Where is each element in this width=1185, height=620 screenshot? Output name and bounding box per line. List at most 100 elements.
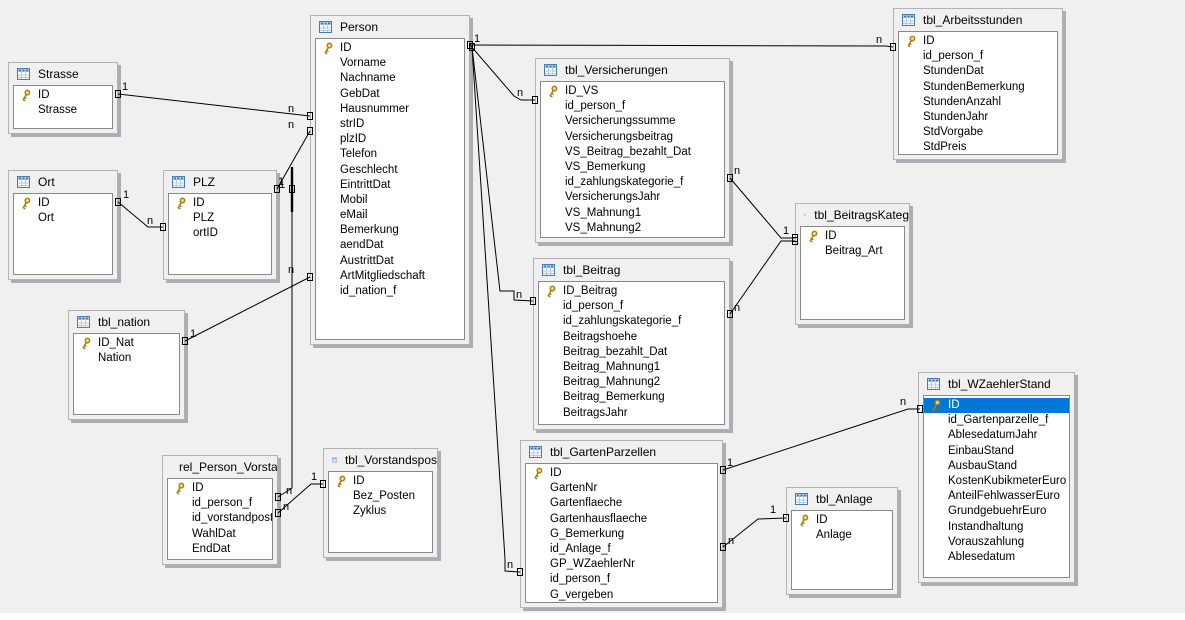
field-row-versicherungen-Versicherungsbeitrag[interactable]: Versicherungsbeitrag: [541, 130, 724, 145]
field-row-gartenparzellen-ID[interactable]: ID: [526, 466, 717, 481]
field-row-beitrag-Beitrag_Mahnung2[interactable]: Beitrag_Mahnung2: [539, 375, 724, 390]
field-row-person-Telefon[interactable]: Telefon: [316, 147, 464, 162]
field-row-gartenparzellen-GartenNr[interactable]: GartenNr: [526, 481, 717, 496]
relationship-line-person-versicherungen[interactable]: [469, 44, 535, 101]
field-row-versicherungen-Versicherungssumme[interactable]: Versicherungssumme: [541, 114, 724, 129]
table-titlebar-person[interactable]: Person: [311, 16, 469, 38]
field-row-person-plzID[interactable]: plzID: [316, 132, 464, 147]
relationship-line-gartenparzellen-wzaehlerstand[interactable]: [722, 408, 920, 471]
field-row-ort-Ort[interactable]: Ort: [14, 211, 112, 226]
field-row-arbeitsstunden-StdPreis[interactable]: StdPreis: [899, 140, 1057, 154]
field-row-person-Hausnummer[interactable]: Hausnummer: [316, 102, 464, 117]
field-row-versicherungen-VersicherungsJahr[interactable]: VersicherungsJahr: [541, 190, 724, 205]
field-row-strasse-ID[interactable]: ID: [14, 88, 112, 103]
field-row-wzaehlerstand-EinbauStand[interactable]: EinbauStand: [924, 444, 1069, 459]
field-row-beitrag-id_person_f[interactable]: id_person_f: [539, 299, 724, 314]
field-row-person-Vorname[interactable]: Vorname: [316, 56, 464, 71]
table-titlebar-wzaehlerstand[interactable]: tbl_WZaehlerStand: [919, 373, 1074, 395]
field-row-person-Geschlecht[interactable]: Geschlecht: [316, 163, 464, 178]
field-row-person-Bemerkung[interactable]: Bemerkung: [316, 223, 464, 238]
field-row-plz-ortID[interactable]: ortID: [169, 226, 271, 241]
field-row-gartenparzellen-G_Bemerkung[interactable]: G_Bemerkung: [526, 527, 717, 542]
field-row-versicherungen-VS_Beitrag_bezahlt_Dat[interactable]: VS_Beitrag_bezahlt_Dat: [541, 145, 724, 160]
relationship-line-plz-person[interactable]: [276, 130, 311, 190]
table-titlebar-arbeitsstunden[interactable]: tbl_Arbeitsstunden: [894, 9, 1062, 31]
relationship-line-person-relpersonvorstand[interactable]: [277, 189, 293, 498]
field-row-versicherungen-VS_Bemerkung[interactable]: VS_Bemerkung: [541, 160, 724, 175]
table-titlebar-vorstandspos[interactable]: tbl_Vorstandspos: [324, 449, 437, 471]
relationship-line-ort-plz[interactable]: [117, 201, 163, 228]
field-row-anlage-ID[interactable]: ID: [792, 513, 892, 528]
field-row-person-eMail[interactable]: eMail: [316, 208, 464, 223]
field-row-arbeitsstunden-StundenBemerkung[interactable]: StundenBemerkung: [899, 80, 1057, 95]
field-row-gartenparzellen-G_vergeben[interactable]: G_vergeben: [526, 588, 717, 603]
relationship-line-strasse-person[interactable]: [117, 93, 311, 117]
field-row-strasse-Strasse[interactable]: Strasse: [14, 103, 112, 118]
field-row-wzaehlerstand-AblesedatumJahr[interactable]: AblesedatumJahr: [924, 428, 1069, 443]
table-titlebar-anlage[interactable]: tbl_Anlage: [787, 488, 897, 510]
relationship-line-versicherungen-beitragskateg[interactable]: [729, 177, 795, 239]
field-row-beitrag-Beitragshoehe[interactable]: Beitragshoehe: [539, 330, 724, 345]
table-titlebar-plz[interactable]: PLZ: [164, 171, 276, 193]
field-row-arbeitsstunden-StdVorgabe[interactable]: StdVorgabe: [899, 125, 1057, 140]
field-row-versicherungen-VS_Mahnung1[interactable]: VS_Mahnung1: [541, 206, 724, 221]
field-row-arbeitsstunden-StundenJahr[interactable]: StundenJahr: [899, 110, 1057, 125]
field-row-beitragskateg-Beitrag_Art[interactable]: Beitrag_Art: [801, 244, 904, 259]
relationship-line-person-beitrag[interactable]: [471, 46, 534, 302]
table-titlebar-beitragskateg[interactable]: tbl_BeitragsKateg: [796, 204, 909, 226]
field-row-wzaehlerstand-KostenKubikmeterEuro[interactable]: KostenKubikmeterEuro: [924, 474, 1069, 489]
field-row-beitrag-Beitrag_Mahnung1[interactable]: Beitrag_Mahnung1: [539, 360, 724, 375]
field-row-wzaehlerstand-id_Gartenparzelle_f[interactable]: id_Gartenparzelle_f: [924, 413, 1069, 428]
field-row-person-strID[interactable]: strID: [316, 117, 464, 132]
field-row-person-GebDat[interactable]: GebDat: [316, 87, 464, 102]
relationship-line-beitrag-beitragskateg[interactable]: [729, 240, 795, 315]
field-row-arbeitsstunden-StundenAnzahl[interactable]: StundenAnzahl: [899, 95, 1057, 110]
field-row-gartenparzellen-Gartenflaeche[interactable]: Gartenflaeche: [526, 496, 717, 511]
relationship-line-person-arbeitsstunden[interactable]: [469, 44, 894, 48]
field-row-wzaehlerstand-AnteilFehlwasserEuro[interactable]: AnteilFehlwasserEuro: [924, 489, 1069, 504]
field-row-ort-ID[interactable]: ID: [14, 196, 112, 211]
field-row-beitrag-BeitragsJahr[interactable]: BeitragsJahr: [539, 406, 724, 421]
field-row-rel-person-vorstand-id_vorstandposte[interactable]: id_vorstandposte: [168, 511, 272, 526]
field-row-gartenparzellen-Gartenhausflaeche[interactable]: Gartenhausflaeche: [526, 512, 717, 527]
field-row-beitrag-id_zahlungskategorie_f[interactable]: id_zahlungskategorie_f: [539, 314, 724, 329]
table-titlebar-rel-person-vorstand[interactable]: rel_Person_Vorsta: [163, 456, 277, 478]
field-row-person-aendDat[interactable]: aendDat: [316, 238, 464, 253]
field-row-wzaehlerstand-GrundgebuehrEuro[interactable]: GrundgebuehrEuro: [924, 504, 1069, 519]
field-row-person-EintrittDat[interactable]: EintrittDat: [316, 178, 464, 193]
field-row-rel-person-vorstand-WahlDat[interactable]: WahlDat: [168, 527, 272, 542]
relationship-line-nation-person[interactable]: [184, 276, 311, 342]
field-row-versicherungen-ID_VS[interactable]: ID_VS: [541, 84, 724, 99]
field-row-vorstandspos-ID[interactable]: ID: [329, 474, 432, 489]
field-row-arbeitsstunden-StundenDat[interactable]: StundenDat: [899, 64, 1057, 79]
field-row-arbeitsstunden-id_person_f[interactable]: id_person_f: [899, 49, 1057, 64]
field-row-vorstandspos-Zyklus[interactable]: Zyklus: [329, 504, 432, 519]
field-row-versicherungen-VS_Mahnung2[interactable]: VS_Mahnung2: [541, 221, 724, 236]
field-row-beitragskateg-ID[interactable]: ID: [801, 229, 904, 244]
field-row-versicherungen-id_zahlungskategorie_f[interactable]: id_zahlungskategorie_f: [541, 175, 724, 190]
table-titlebar-beitrag[interactable]: tbl_Beitrag: [534, 259, 729, 281]
field-row-person-Nachname[interactable]: Nachname: [316, 71, 464, 86]
field-row-wzaehlerstand-Instandhaltung[interactable]: Instandhaltung: [924, 520, 1069, 535]
field-row-person-id_nation_f[interactable]: id_nation_f: [316, 284, 464, 299]
field-row-arbeitsstunden-ID[interactable]: ID: [899, 34, 1057, 49]
field-row-wzaehlerstand-AusbauStand[interactable]: AusbauStand: [924, 459, 1069, 474]
field-row-nation-ID_Nat[interactable]: ID_Nat: [74, 336, 179, 351]
relationship-line-person-gartenparzellen[interactable]: [471, 46, 521, 573]
field-row-wzaehlerstand-Ablesedatum[interactable]: Ablesedatum: [924, 550, 1069, 565]
field-row-vorstandspos-Bez_Posten[interactable]: Bez_Posten: [329, 489, 432, 504]
field-row-gartenparzellen-id_person_f[interactable]: id_person_f: [526, 572, 717, 587]
field-row-rel-person-vorstand-ID[interactable]: ID: [168, 481, 272, 496]
field-row-rel-person-vorstand-EndDat[interactable]: EndDat: [168, 542, 272, 557]
field-row-plz-PLZ[interactable]: PLZ: [169, 211, 271, 226]
field-row-person-AustrittDat[interactable]: AustrittDat: [316, 254, 464, 269]
field-row-gartenparzellen-GP_WZaehlerNr[interactable]: GP_WZaehlerNr: [526, 557, 717, 572]
table-titlebar-ort[interactable]: Ort: [9, 171, 117, 193]
field-row-beitrag-Beitrag_bezahlt_Dat[interactable]: Beitrag_bezahlt_Dat: [539, 345, 724, 360]
table-titlebar-gartenparzellen[interactable]: tbl_GartenParzellen: [521, 441, 722, 463]
field-row-nation-Nation[interactable]: Nation: [74, 351, 179, 366]
field-row-beitrag-Beitrag_Bemerkung[interactable]: Beitrag_Bemerkung: [539, 390, 724, 405]
field-row-wzaehlerstand-ID[interactable]: ID: [924, 398, 1069, 414]
table-titlebar-strasse[interactable]: Strasse: [9, 63, 117, 85]
table-titlebar-versicherungen[interactable]: tbl_Versicherungen: [536, 59, 729, 81]
